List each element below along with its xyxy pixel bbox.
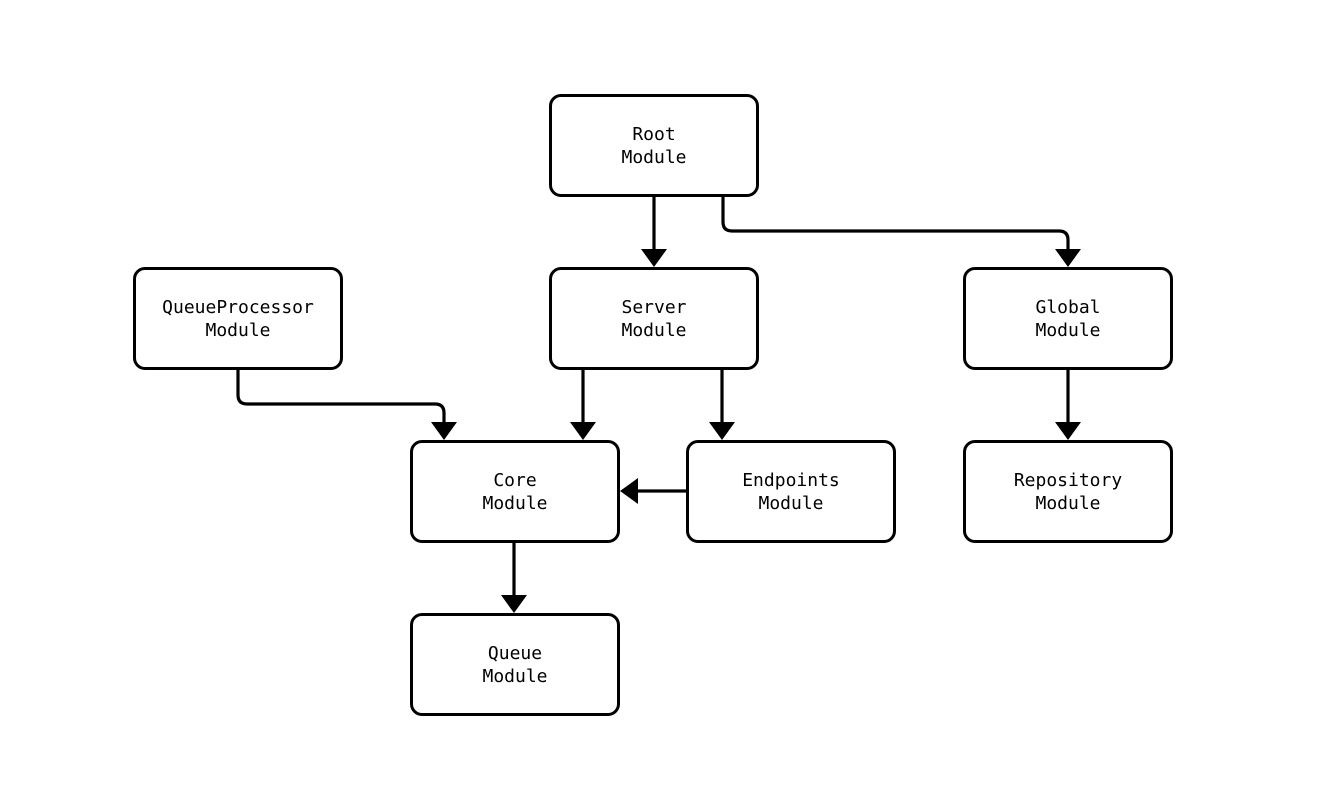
node-queueprocessor-module-line1: QueueProcessor — [162, 296, 314, 318]
arrowhead-server-to-endpoints — [709, 422, 735, 440]
arrowhead-queueprocessor-to-core — [431, 422, 457, 440]
node-root-module[interactable]: Root Module — [549, 94, 759, 197]
arrowhead-global-to-repository — [1055, 422, 1081, 440]
node-repository-module-line1: Repository — [1013, 469, 1123, 491]
node-queue-module-line1: Queue — [487, 642, 543, 664]
node-queueprocessor-module-line2: Module — [205, 319, 271, 341]
node-server-module-line1: Server — [621, 296, 687, 318]
node-global-module-line1: Global — [1035, 296, 1101, 318]
node-endpoints-module-line2: Module — [758, 492, 824, 514]
node-core-module[interactable]: Core Module — [410, 440, 620, 543]
node-queue-module[interactable]: Queue Module — [410, 613, 620, 716]
node-endpoints-module[interactable]: Endpoints Module — [686, 440, 896, 543]
node-root-module-line2: Module — [621, 146, 687, 168]
arrowhead-root-to-global — [1055, 249, 1081, 267]
node-server-module[interactable]: Server Module — [549, 267, 759, 370]
node-server-module-line2: Module — [621, 319, 687, 341]
arrowhead-core-to-queue — [501, 595, 527, 613]
node-queueprocessor-module[interactable]: QueueProcessor Module — [133, 267, 343, 370]
edge-queueprocessor-to-core — [236, 370, 446, 428]
node-endpoints-module-line1: Endpoints — [742, 469, 840, 491]
node-repository-module-line2: Module — [1035, 492, 1101, 514]
edge-root-to-global — [721, 197, 1070, 255]
node-repository-module[interactable]: Repository Module — [963, 440, 1173, 543]
arrowhead-endpoints-to-core — [620, 478, 638, 504]
node-core-module-line2: Module — [482, 492, 548, 514]
node-global-module[interactable]: Global Module — [963, 267, 1173, 370]
node-core-module-line1: Core — [493, 469, 537, 491]
arrowhead-server-to-core — [570, 422, 596, 440]
node-global-module-line2: Module — [1035, 319, 1101, 341]
node-queue-module-line2: Module — [482, 665, 548, 687]
arrowhead-root-to-server — [641, 249, 667, 267]
node-root-module-line1: Root — [632, 123, 676, 145]
